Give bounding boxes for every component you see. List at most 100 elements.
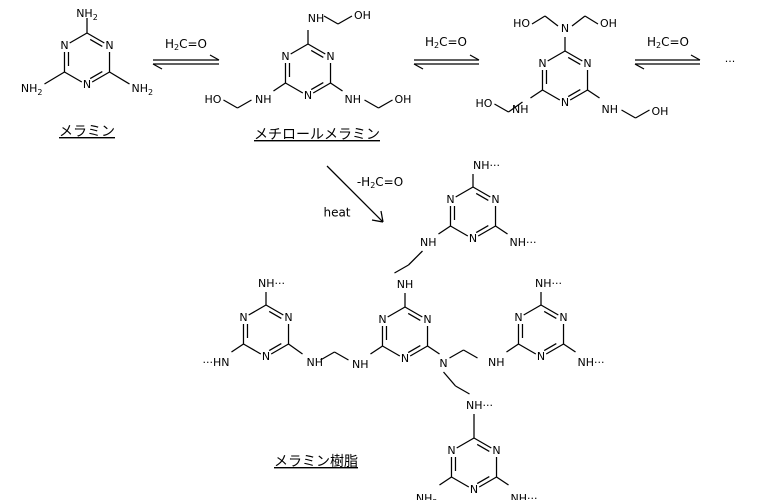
ring-bond — [382, 345, 401, 357]
network-nh-dots: NH··· — [510, 236, 537, 249]
subscript-2: 2 — [370, 181, 375, 190]
methylene-bond — [531, 15, 546, 25]
ring-double-bond — [543, 310, 557, 320]
reagent-suffix: C=O — [439, 35, 467, 49]
methylene-bond — [223, 99, 238, 109]
network-nh-dots: NH··· — [466, 399, 493, 412]
ring-nitrogen: N — [60, 39, 68, 52]
ring-nitrogen: N — [423, 313, 431, 326]
amine-bond — [427, 345, 440, 355]
methylene-bond — [584, 15, 599, 25]
reagent-prefix: -H — [357, 175, 370, 189]
ring-double-bond — [567, 88, 581, 98]
amine-bond — [495, 225, 508, 235]
ring-nitrogen: N — [537, 350, 545, 363]
ring-double-bond — [89, 38, 103, 48]
reagent-formaldehyde-3: H2C=O — [647, 35, 689, 50]
ring-nitrogen: N — [583, 57, 591, 70]
reagent-minus-formaldehyde: -H2C=O — [357, 175, 403, 190]
equilibrium-arrow-3-forward-head — [690, 54, 701, 61]
ring-nitrogen: N — [492, 444, 500, 457]
tertiary-nitrogen: N — [561, 22, 569, 35]
equilibrium-arrow-2-back-head — [413, 63, 424, 70]
ring-bond — [569, 89, 588, 101]
heat-arrow-shaft — [326, 165, 384, 223]
ring-bond — [312, 82, 331, 94]
amine-nh2-label: NH2 — [416, 492, 438, 500]
ring-bond — [285, 82, 304, 94]
ring-bond — [547, 50, 566, 62]
ring-nitrogen: N — [326, 50, 334, 63]
ring-bond — [265, 304, 284, 316]
amine-bond — [109, 71, 130, 85]
methylene-bond — [544, 15, 559, 27]
amine-bond — [439, 476, 452, 486]
equilibrium-arrow-2-forward-head — [469, 54, 480, 61]
amine-nh-text: NH — [76, 7, 93, 20]
equilibrium-arrow-1-back-head — [152, 63, 163, 70]
amine-bond — [231, 343, 244, 353]
methylene-bridge — [463, 349, 478, 359]
methylene-bridge — [334, 351, 349, 361]
methylene-bridge — [394, 264, 409, 274]
network-nh: NH — [397, 278, 414, 291]
heat-arrow-head — [380, 210, 384, 223]
amine-nh: NH — [255, 93, 272, 106]
amine-nh: NH — [308, 12, 325, 25]
network-nh: NH — [307, 356, 324, 369]
reagent-prefix: H — [425, 35, 434, 49]
tertiary-nitrogen: N — [439, 357, 447, 370]
ring-double-bond — [310, 49, 324, 59]
ring-double-bond — [89, 70, 103, 80]
network-dots-hn: ···HN — [202, 356, 229, 369]
hydroxyl-ho: HO — [513, 17, 530, 30]
ring-bond — [477, 225, 496, 237]
reagent-suffix: C=O — [179, 37, 207, 51]
subscript-2: 2 — [148, 88, 153, 97]
ring-nitrogen: N — [262, 350, 270, 363]
subscript-2: 2 — [174, 43, 179, 52]
methylene-bond — [621, 109, 636, 119]
amine-nh: NH — [512, 103, 529, 116]
ring-bond — [455, 186, 474, 198]
methylene-bond — [635, 109, 650, 119]
compound-captions: メラミンメチロールメラミンメラミン樹脂 — [59, 124, 380, 470]
amine-bond — [563, 343, 576, 353]
ring-nitrogen: N — [401, 352, 409, 365]
ring-bond — [409, 345, 428, 357]
subscript-2: 2 — [37, 88, 42, 97]
methylene-bond — [378, 99, 393, 109]
network-nh-dots: NH··· — [511, 492, 538, 500]
reagent-suffix: C=O — [375, 175, 403, 189]
amine-nh2-label: NH2 — [132, 82, 154, 97]
reaction-arrows — [152, 54, 701, 223]
ring-bond — [564, 50, 583, 62]
ring-nitrogen: N — [470, 483, 478, 496]
network-nh-dots: NH··· — [535, 277, 562, 290]
ring-double-bond — [268, 310, 282, 320]
ring-double-bond — [476, 475, 490, 485]
ring-nitrogen: N — [469, 232, 477, 245]
ring-nitrogen: N — [447, 444, 455, 457]
amine-bond — [506, 343, 519, 353]
ring-bond — [456, 437, 475, 449]
methylene-bridge — [320, 351, 335, 361]
amine-bond — [587, 89, 600, 99]
network-nh-dots: NH··· — [258, 277, 285, 290]
ring-bond — [478, 476, 497, 488]
ring-double-bond — [268, 342, 282, 352]
reagent-formaldehyde-2: H2C=O — [425, 35, 467, 50]
caption-methylolmelamine: メチロールメラミン — [254, 127, 380, 143]
reagent-formaldehyde-1: H2C=O — [165, 37, 207, 52]
methylene-bridge — [449, 349, 464, 359]
ring-nitrogen: N — [559, 311, 567, 324]
ring-nitrogen: N — [105, 39, 113, 52]
ring-double-bond — [407, 344, 421, 354]
amine-bond — [438, 225, 451, 235]
amine-bond — [370, 345, 383, 355]
hydroxyl-ho: HO — [476, 97, 493, 110]
ring-bond — [450, 225, 469, 237]
ring-double-bond — [476, 443, 490, 453]
ring-nitrogen: N — [446, 193, 454, 206]
